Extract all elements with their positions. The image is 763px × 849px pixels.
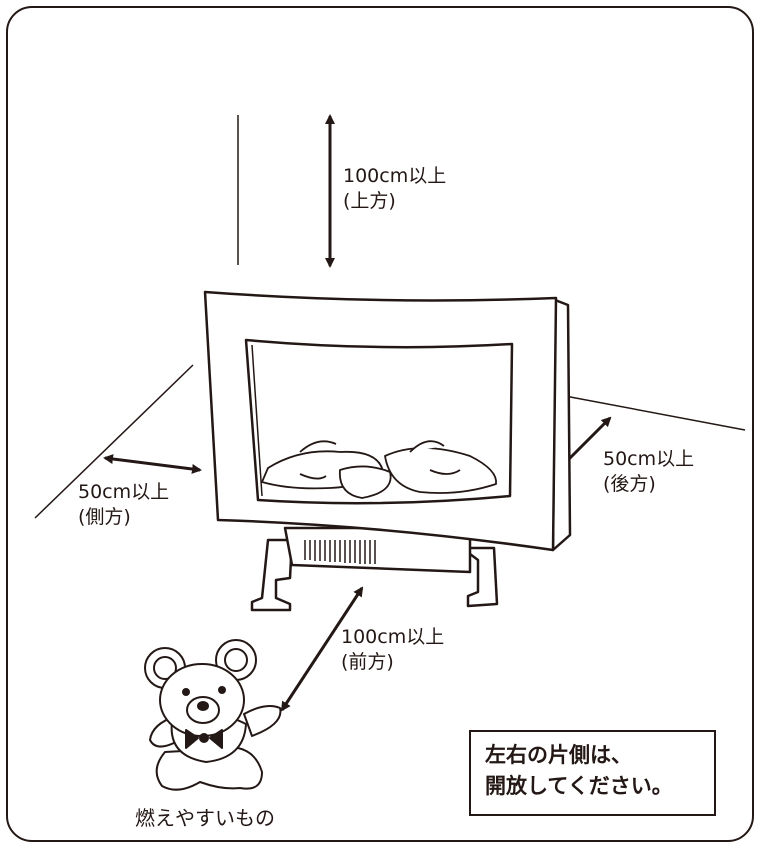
note-box: 左右の片側は、 開放してください。 [469, 730, 716, 816]
top-clearance-distance: 100cm以上 [343, 165, 447, 187]
top-clearance-label: 100cm以上 (上方) [343, 164, 446, 214]
note-line-1: 左右の片側は、 [485, 743, 632, 767]
note-line-2: 開放してください。 [485, 774, 673, 798]
teddy-legs [155, 747, 263, 791]
teddy-bear-illustration [144, 639, 282, 791]
front-clearance-arrow [280, 586, 364, 712]
side-clearance-distance: 50cm以上 [78, 481, 170, 503]
side-clearance-label: 50cm以上 (側方) [78, 480, 169, 530]
front-clearance-label: 100cm以上 (前方) [341, 625, 444, 675]
back-floor-line [564, 395, 746, 431]
back-clearance-direction: (後方) [603, 473, 656, 495]
teddy-nose [197, 701, 209, 711]
front-clearance-distance: 100cm以上 [341, 626, 445, 648]
flammables-label: 燃えやすいもの [135, 806, 275, 830]
heater-vent-grille [304, 540, 376, 564]
heater-leg-left [250, 538, 294, 612]
side-clearance-arrow [103, 454, 202, 474]
teddy-bow [185, 729, 223, 749]
side-clearance-direction: (側方) [78, 506, 131, 528]
top-clearance-direction: (上方) [343, 190, 396, 212]
back-clearance-label: 50cm以上 (後方) [603, 447, 694, 497]
heater-illustration [203, 290, 572, 612]
back-clearance-distance: 50cm以上 [603, 448, 695, 470]
teddy-right-eye [218, 686, 226, 694]
side-floor-line [34, 364, 194, 519]
heater-logs [261, 440, 497, 499]
teddy-right-arm [243, 705, 282, 737]
heater-leg-right [460, 546, 499, 608]
teddy-left-eye [182, 688, 190, 696]
front-clearance-direction: (前方) [341, 651, 394, 673]
